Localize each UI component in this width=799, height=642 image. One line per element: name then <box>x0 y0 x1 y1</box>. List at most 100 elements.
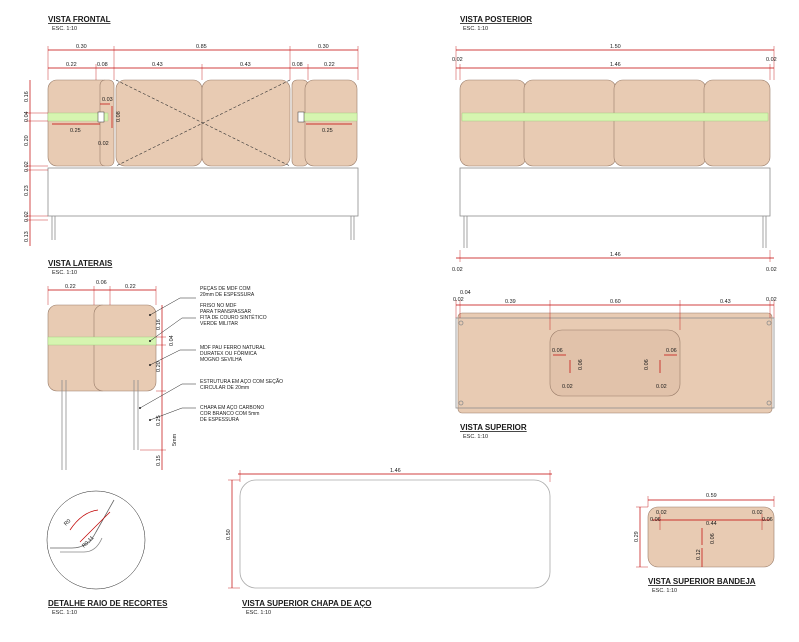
title-frontal: VISTA FRONTAL <box>48 15 111 24</box>
dim-top-002-l: 0.02 <box>453 297 464 303</box>
dim-front-043-b: 0.43 <box>240 62 251 68</box>
front-mid-right-panel <box>201 79 291 167</box>
dim-side-v-020: 0.20 <box>156 361 162 372</box>
dim-front-043-a: 0.43 <box>152 62 163 68</box>
dim-top-006-a: 0.06 <box>552 348 563 354</box>
dim-back-002-bl: 0.02 <box>452 267 463 273</box>
svg-text:PARA TRANSPASSAR: PARA TRANSPASSAR <box>200 309 252 315</box>
scale-bandeja: ESC. 1:10 <box>652 588 677 594</box>
scale-superior: ESC. 1:10 <box>463 434 488 440</box>
dim-front-085: 0.85 <box>196 44 207 50</box>
top-tray-cutout <box>549 329 681 397</box>
note-friso: FRISO NO MDF PARA TRANSPASSAR FITA DE CO… <box>200 303 267 327</box>
dim-tray-012: 0.12 <box>696 549 702 560</box>
note-mdf-pieces: PEÇAS DE MDF COM 20mm DE ESPESSURA <box>200 286 255 298</box>
view-frontal: VISTA FRONTAL ESC. 1:10 0.30 0.85 0.30 <box>24 15 359 246</box>
svg-text:VERDE MILITAR: VERDE MILITAR <box>200 321 238 327</box>
dim-tray-006-a: 0.06 <box>650 517 661 523</box>
title-detalhe: DETALHE RAIO DE RECORTES <box>48 599 168 608</box>
dim-front-v-016: 0.16 <box>24 91 30 102</box>
front-slot-right <box>297 111 305 123</box>
dim-tray-059: 0.59 <box>706 493 717 499</box>
back-panel-2 <box>523 79 617 167</box>
scale-chapa: ESC. 1:10 <box>246 610 271 616</box>
dim-tray-002-b: 0.02 <box>752 510 763 516</box>
dim-front-v-002a: 0.02 <box>24 161 30 172</box>
dim-front-025-r: 0.25 <box>322 128 333 134</box>
dim-tray-006-c: 0.06 <box>710 533 716 544</box>
view-bandeja: 0.59 0.02 0.02 0.06 0.44 0.06 0.29 0.06 … <box>634 493 775 594</box>
side-panel-back <box>93 304 157 392</box>
dim-top-002-r: 0.02 <box>766 297 777 303</box>
front-steel-frame <box>47 167 359 217</box>
view-detalhe: R0 R0,11 DETALHE RAIO DE RECORTES ESC. 1… <box>46 490 168 616</box>
dim-tray-006-b: 0.06 <box>762 517 773 523</box>
dim-top-006-d: 0.06 <box>644 359 650 370</box>
scale-laterais: ESC. 1:10 <box>52 270 77 276</box>
dim-back-002-l: 0.02 <box>452 57 463 63</box>
dim-back-146-bottom: 1.46 <box>610 252 621 258</box>
dim-radius-r011: R0,11 <box>81 535 95 549</box>
dim-top-002-a: 0.02 <box>562 384 573 390</box>
note-estrutura-aco: ESTRUTURA EM AÇO COM SEÇÃO CIRCULAR DE 2… <box>200 378 283 391</box>
title-posterior: VISTA POSTERIOR <box>460 15 532 24</box>
dim-back-002-br: 0.02 <box>766 267 777 273</box>
dim-front-008-r: 0.08 <box>292 62 303 68</box>
dim-back-146: 1.46 <box>610 62 621 68</box>
scale-detalhe: ESC. 1:10 <box>52 610 77 616</box>
front-strap-left <box>47 112 109 122</box>
title-bandeja: VISTA SUPERIOR BANDEJA <box>648 577 756 586</box>
dim-front-v-004: 0.04 <box>24 111 30 122</box>
back-steel-frame <box>459 167 771 217</box>
dim-top-002-b: 0.02 <box>656 384 667 390</box>
dim-tray-002-a: 0.02 <box>656 510 667 516</box>
note-chapa-aco: CHAPA EM AÇO CARBONO COR BRANCO COM 5mm … <box>200 405 264 423</box>
side-strap <box>47 336 157 346</box>
top-steel-outline <box>455 317 775 409</box>
svg-text:MDF PAU FERRO NATURAL: MDF PAU FERRO NATURAL <box>200 345 266 351</box>
svg-text:20mm DE ESPESSURA: 20mm DE ESPESSURA <box>200 292 255 298</box>
svg-text:DURATEX OU FÓRMICA: DURATEX OU FÓRMICA <box>200 350 258 357</box>
dim-front-008-l: 0.08 <box>97 62 108 68</box>
dim-tray-029: 0.29 <box>634 531 640 542</box>
dim-back-002-r: 0.02 <box>766 57 777 63</box>
view-superior: 0.04 0.02 0.39 0.60 0.43 0.02 0.06 0.06 … <box>453 290 777 440</box>
svg-text:FRISO NO MDF: FRISO NO MDF <box>200 303 236 309</box>
dim-top-006-b: 0.06 <box>578 359 584 370</box>
dim-top-039: 0.39 <box>505 299 516 305</box>
front-cross-line-2 <box>115 79 291 167</box>
dim-front-v-023: 0.23 <box>24 185 30 196</box>
detail-radius-curve <box>50 499 115 549</box>
svg-text:ESTRUTURA EM AÇO COM SEÇÃO: ESTRUTURA EM AÇO COM SEÇÃO <box>200 378 283 385</box>
back-panel-1 <box>459 79 527 167</box>
dim-front-002: 0.02 <box>98 141 109 147</box>
dim-front-v-020: 0.20 <box>24 135 30 146</box>
dim-side-v-025: 0.25 <box>156 415 162 426</box>
dim-side-022-b: 0.22 <box>125 284 136 290</box>
dim-side-5mm: 5mm <box>172 433 178 446</box>
dim-front-022-l: 0.22 <box>66 62 77 68</box>
title-laterais: VISTA LATERAIS <box>48 259 113 268</box>
dim-side-006: 0.06 <box>96 280 107 286</box>
dim-top-004: 0.04 <box>460 290 471 296</box>
dim-side-v-015: 0.15 <box>156 455 162 466</box>
dim-front-025-l: 0.25 <box>70 128 81 134</box>
svg-text:FITA DE COURO SINTÉTICO: FITA DE COURO SINTÉTICO <box>200 314 267 321</box>
dim-side-022-a: 0.22 <box>65 284 76 290</box>
dim-front-008-v: 0.08 <box>116 111 122 122</box>
title-superior: VISTA SUPERIOR <box>460 423 527 432</box>
dim-side-v-016: 0.16 <box>156 319 162 330</box>
svg-text:MOGNO SEVILHA: MOGNO SEVILHA <box>200 357 243 363</box>
svg-text:COR BRANCO COM 5mm: COR BRANCO COM 5mm <box>200 411 259 417</box>
svg-text:PEÇAS DE MDF COM: PEÇAS DE MDF COM <box>200 286 251 292</box>
front-right-panel <box>304 79 358 167</box>
dim-front-v-013: 0.13 <box>24 231 30 242</box>
front-mid-left-panel <box>115 79 203 167</box>
steel-plate-outline <box>239 479 551 589</box>
dim-plate-146: 1.46 <box>390 468 401 474</box>
dim-top-043: 0.43 <box>720 299 731 305</box>
dim-side-v-004: 0.04 <box>169 335 175 346</box>
dim-top-060: 0.60 <box>610 299 621 305</box>
back-strap <box>461 112 769 122</box>
